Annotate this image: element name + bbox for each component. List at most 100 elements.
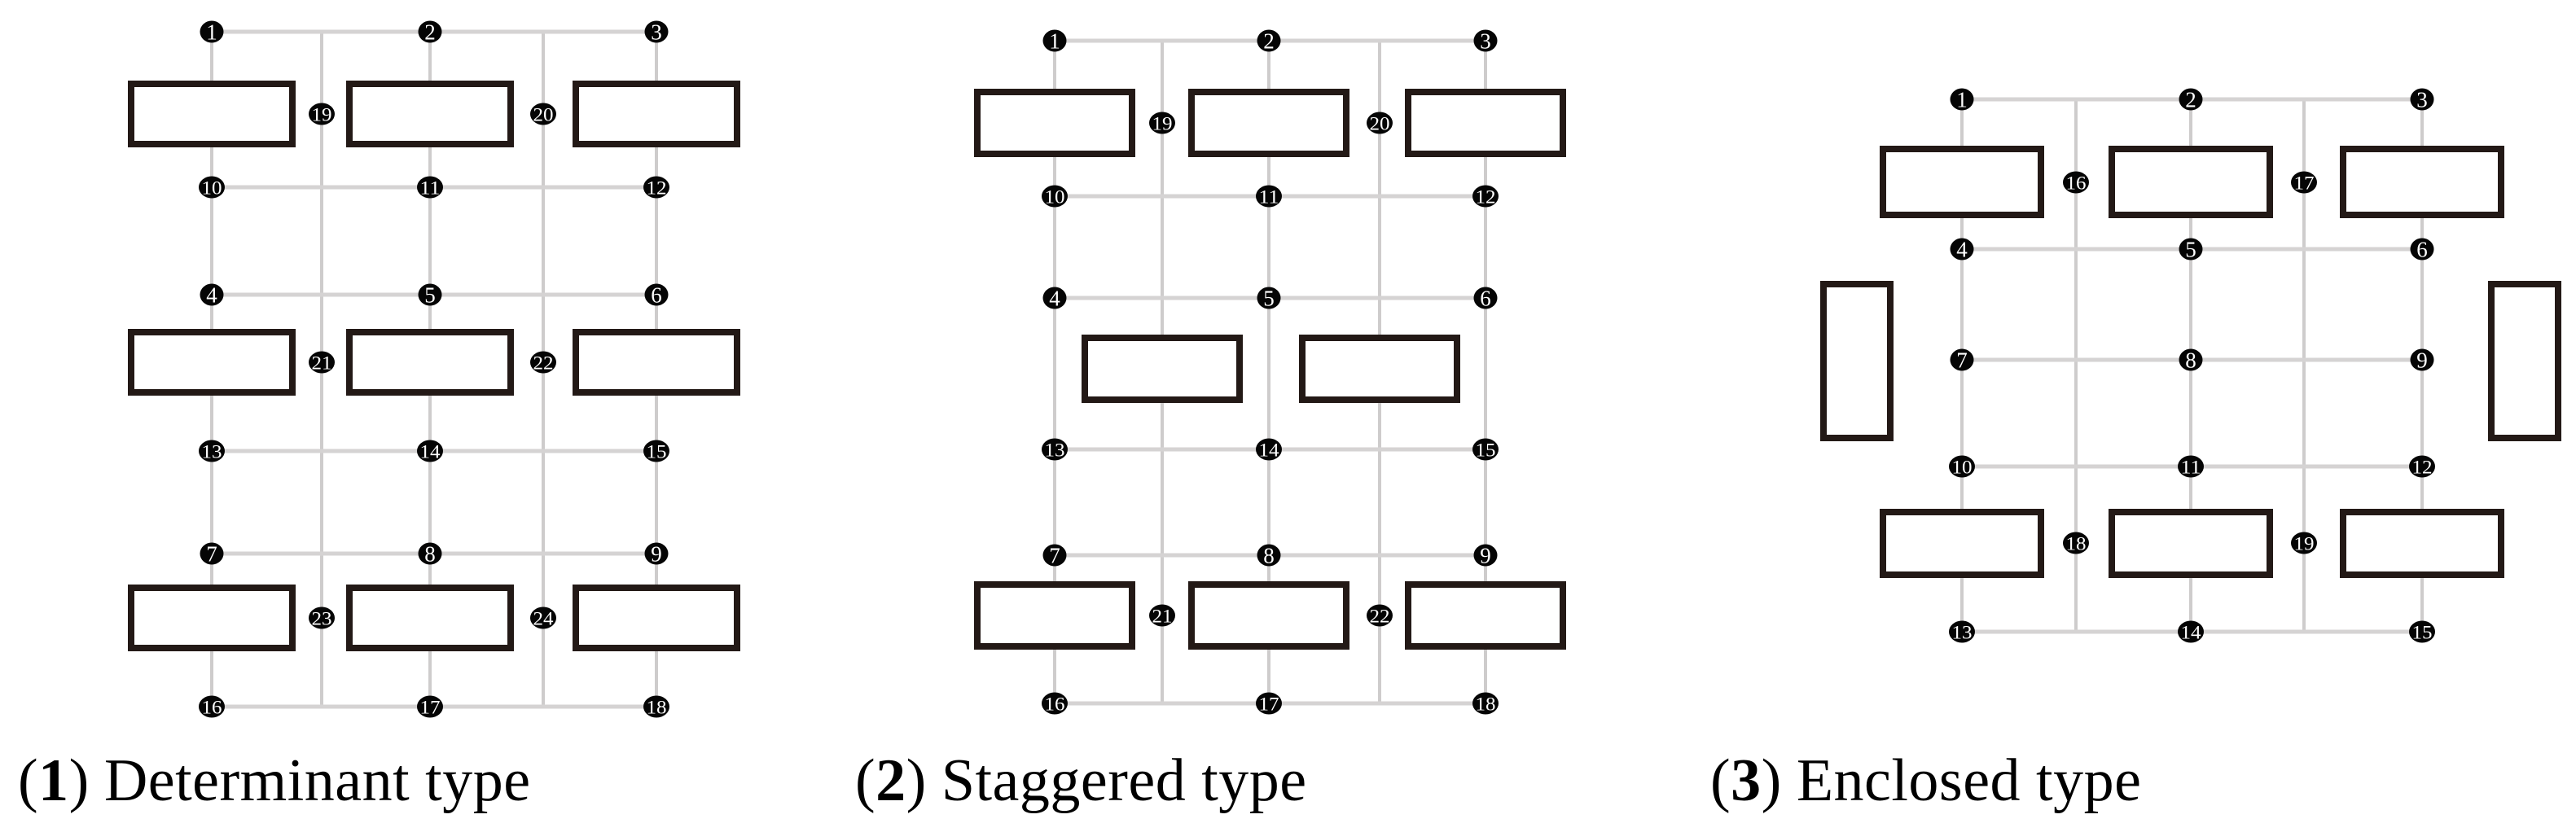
node-circle-13 <box>1042 438 1068 461</box>
node-number-4: 4 <box>1049 287 1060 311</box>
node-circle-2 <box>418 20 442 43</box>
node-circle-11 <box>1256 185 1282 208</box>
node-circle-24 <box>530 606 556 629</box>
node-number-15: 15 <box>647 441 667 462</box>
node-number-17: 17 <box>1259 694 1279 714</box>
node-circle-1 <box>1042 29 1067 52</box>
node-circle-16 <box>199 695 225 718</box>
building-rect <box>573 585 740 651</box>
node-number-3: 3 <box>1480 29 1491 54</box>
node-circle-11 <box>417 176 443 199</box>
node-circle-6 <box>1473 287 1498 309</box>
node-number-10: 10 <box>1045 186 1065 207</box>
node-circle-19 <box>1149 112 1175 134</box>
node-circle-12 <box>643 176 669 199</box>
node-number-1: 1 <box>1956 88 1968 112</box>
node-circle-7 <box>1042 544 1067 567</box>
node-circle-18 <box>643 695 669 718</box>
building-rect <box>128 81 296 147</box>
node-number-8: 8 <box>1263 544 1275 568</box>
node-circle-22 <box>530 351 556 374</box>
node-circle-7 <box>1950 348 1974 371</box>
node-number-2: 2 <box>424 20 436 45</box>
building-rect <box>1188 581 1349 650</box>
node-circle-14 <box>2178 620 2204 643</box>
node-circle-17 <box>1256 692 1282 715</box>
node-circle-7 <box>200 542 224 565</box>
node-circle-16 <box>2063 171 2089 194</box>
node-number-2: 2 <box>1263 29 1275 54</box>
node-number-21: 21 <box>312 353 332 373</box>
node-number-15: 15 <box>1476 440 1496 460</box>
building-rect <box>974 581 1135 650</box>
building-rect <box>128 329 296 396</box>
node-number-17: 17 <box>420 697 441 717</box>
building-rect <box>1082 335 1243 403</box>
node-circle-21 <box>1149 604 1175 627</box>
node-circle-4 <box>1950 238 1974 261</box>
node-number-1: 1 <box>206 20 217 45</box>
node-circle-16 <box>1042 692 1068 715</box>
building-rect <box>346 81 514 147</box>
building-rect <box>1880 509 2044 578</box>
building-rect <box>346 585 514 651</box>
node-circle-21 <box>309 351 335 374</box>
node-number-8: 8 <box>424 542 436 567</box>
node-number-18: 18 <box>647 697 667 717</box>
node-number-2: 2 <box>2185 88 2196 112</box>
node-number-16: 16 <box>1045 694 1065 714</box>
node-circle-10 <box>1949 455 1975 478</box>
caption-number: (2) <box>855 747 927 814</box>
node-circle-1 <box>1950 88 1974 111</box>
node-circle-3 <box>1473 29 1498 52</box>
node-number-12: 12 <box>647 177 667 198</box>
node-circle-13 <box>199 440 225 462</box>
building-rect <box>573 329 740 396</box>
node-number-11: 11 <box>1259 186 1279 207</box>
node-circle-6 <box>2410 238 2434 261</box>
caption-number: (3) <box>1710 747 1782 814</box>
caption-label: Staggered type <box>941 747 1307 814</box>
node-circle-8 <box>2179 348 2203 371</box>
node-circle-15 <box>1472 438 1499 461</box>
node-number-9: 9 <box>2416 348 2428 373</box>
node-circle-17 <box>2291 171 2317 194</box>
caption-number: (1) <box>18 747 90 814</box>
building-rect <box>1299 335 1460 403</box>
node-circle-11 <box>2178 455 2204 478</box>
building-rect <box>2109 509 2273 578</box>
node-circle-15 <box>2409 620 2435 643</box>
node-number-23: 23 <box>312 608 332 628</box>
node-number-4: 4 <box>206 283 217 308</box>
node-number-22: 22 <box>1370 606 1390 626</box>
node-number-12: 12 <box>1476 186 1496 207</box>
node-circle-15 <box>643 440 669 462</box>
node-number-13: 13 <box>1952 622 1973 642</box>
node-circle-12 <box>2409 455 2435 478</box>
node-number-14: 14 <box>2181 622 2202 642</box>
node-number-20: 20 <box>533 104 554 125</box>
building-rect <box>2340 509 2504 578</box>
building-rect <box>573 81 740 147</box>
node-circle-4 <box>1042 287 1067 309</box>
node-circle-9 <box>2410 348 2434 371</box>
node-number-13: 13 <box>1045 440 1065 460</box>
node-circle-4 <box>200 283 224 306</box>
node-circle-3 <box>2410 88 2434 111</box>
node-number-21: 21 <box>1152 606 1173 626</box>
node-number-16: 16 <box>202 697 222 717</box>
caption-label: Enclosed type <box>1796 747 2142 814</box>
node-circle-2 <box>1257 29 1281 52</box>
node-number-24: 24 <box>533 608 555 628</box>
figure-caption-enclosed: (3)Enclosed type <box>1710 751 2141 811</box>
node-circle-6 <box>644 283 669 306</box>
node-number-10: 10 <box>202 177 222 198</box>
node-circle-23 <box>309 606 335 629</box>
node-number-12: 12 <box>2412 457 2433 477</box>
node-circle-12 <box>1472 185 1499 208</box>
node-circle-3 <box>644 20 669 43</box>
node-number-3: 3 <box>2416 88 2428 112</box>
building-rect <box>128 585 296 651</box>
node-number-7: 7 <box>1956 348 1968 373</box>
